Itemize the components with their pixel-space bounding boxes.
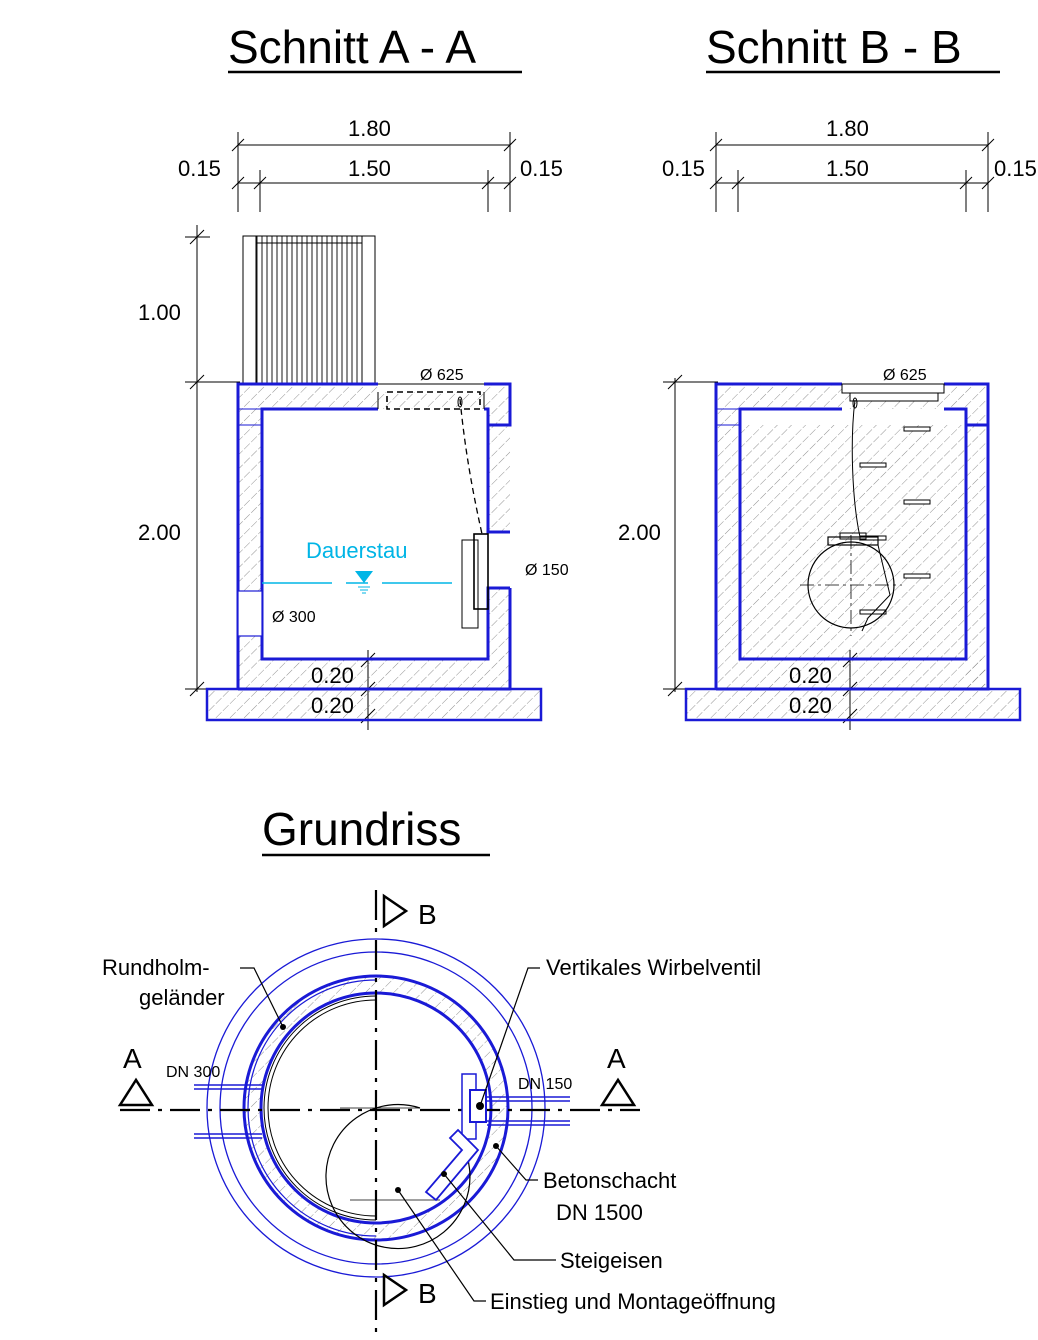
- dim-b-wall-right: 0.15: [994, 156, 1037, 181]
- leader-lines: [240, 967, 556, 1302]
- dim-b-wall-left: 0.15: [662, 156, 705, 181]
- pipe-in-label: DN 300: [166, 1064, 220, 1081]
- dimension-lines-a: [185, 132, 517, 730]
- marker-a-right-label: A: [607, 1043, 626, 1074]
- dimension-lines-b: [663, 132, 995, 730]
- label-railing-line2: geländer: [139, 985, 225, 1010]
- water-level-label: Dauerstau: [306, 538, 408, 563]
- water-level-a: [262, 571, 460, 594]
- dim-a-floor: 0.20: [311, 663, 354, 688]
- outer-railing-circle: [206, 938, 546, 1278]
- dim-a-railing: 1.00: [138, 300, 181, 325]
- marker-a-left-label: A: [123, 1043, 142, 1074]
- title-section-b: Schnitt B - B: [706, 21, 962, 73]
- pipe-out: [487, 1096, 570, 1126]
- plan-view: B B A A DN 300 DN 150 Rundholm- geländer…: [102, 890, 776, 1335]
- title-plan: Grundriss: [262, 803, 461, 855]
- dim-a-wall-left: 0.15: [178, 156, 221, 181]
- pipe-out-label: DN 150: [518, 1076, 572, 1093]
- inlet-diameter-a: Ø 300: [272, 609, 316, 626]
- dim-a-base: 0.20: [311, 693, 354, 718]
- vortex-valve-a: [457, 396, 489, 629]
- section-marker-a-right: [599, 1077, 637, 1107]
- cover-diameter-a: Ø 625: [420, 367, 464, 384]
- section-marker-b-top: [382, 893, 409, 929]
- cover-diameter-b: Ø 625: [883, 367, 927, 384]
- dim-a-inner: 1.50: [348, 156, 391, 181]
- titles: Schnitt A - A Schnitt B - B Grundriss: [228, 21, 1000, 857]
- pipe-in: [194, 1084, 262, 1139]
- dim-a-shaft: 2.00: [138, 520, 181, 545]
- access-opening-plan: [325, 1103, 471, 1250]
- section-b: 1.80 1.50 0.15 0.15 2.00: [618, 116, 1037, 730]
- section-a: 1.80 1.50 0.15 0.15 1.00 2.00: [138, 116, 569, 730]
- dim-a-total: 1.80: [348, 116, 391, 141]
- outlet-diameter-a: Ø 150: [525, 562, 569, 579]
- dim-a-wall-right: 0.15: [520, 156, 563, 181]
- section-marker-b-bottom: [382, 1272, 409, 1308]
- label-shaft-line1: Betonschacht: [543, 1168, 676, 1193]
- dim-b-base: 0.20: [789, 693, 832, 718]
- label-shaft-line2: DN 1500: [556, 1200, 643, 1225]
- vortex-valve-plan: [461, 1073, 487, 1140]
- label-valve: Vertikales Wirbelventil: [546, 955, 761, 980]
- label-access: Einstieg und Montageöffnung: [490, 1289, 776, 1314]
- railing-a: [242, 235, 376, 385]
- section-marker-a-left: [117, 1077, 155, 1107]
- label-railing-line1: Rundholm-: [102, 955, 210, 980]
- shaft-walls-b: [684, 382, 1022, 722]
- title-section-a: Schnitt A - A: [228, 21, 476, 73]
- label-steps: Steigeisen: [560, 1248, 663, 1273]
- shaft-walls-a: [205, 382, 543, 722]
- vortex-valve-b: [800, 397, 902, 636]
- dim-b-floor: 0.20: [789, 663, 832, 688]
- marker-b-bottom-label: B: [418, 1278, 437, 1309]
- dim-b-inner: 1.50: [826, 156, 869, 181]
- marker-b-top-label: B: [418, 899, 437, 930]
- steps-b: [859, 426, 931, 615]
- dim-b-shaft: 2.00: [618, 520, 661, 545]
- dim-b-total: 1.80: [826, 116, 869, 141]
